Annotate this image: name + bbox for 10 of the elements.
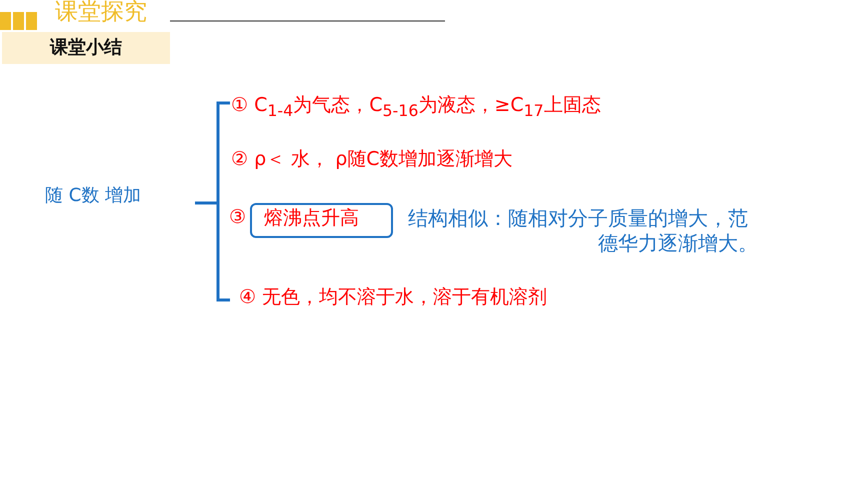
list-item: ① C$_{1-4}$为气态，C$_{5-16}$为液态，≥C$_{17}$上固态 [231,94,601,120]
list-item: ② ρ＜ 水， ρ随C数增加逐渐增大 [231,148,513,171]
box-text: 熔沸点升高 [264,207,359,230]
heading-band [2,32,170,64]
rounded-box [250,203,393,238]
side-label: 随 C数 增加 [45,185,142,207]
item-number: ③ [229,206,246,229]
list-item: ④ 无色，均不溶于水，溶于有机溶剂 [239,286,548,309]
note-text: 结构相似：随相对分子质量的增大，范德华力逐渐增大。 [408,206,758,256]
box-text: 课堂小结 [50,37,122,59]
